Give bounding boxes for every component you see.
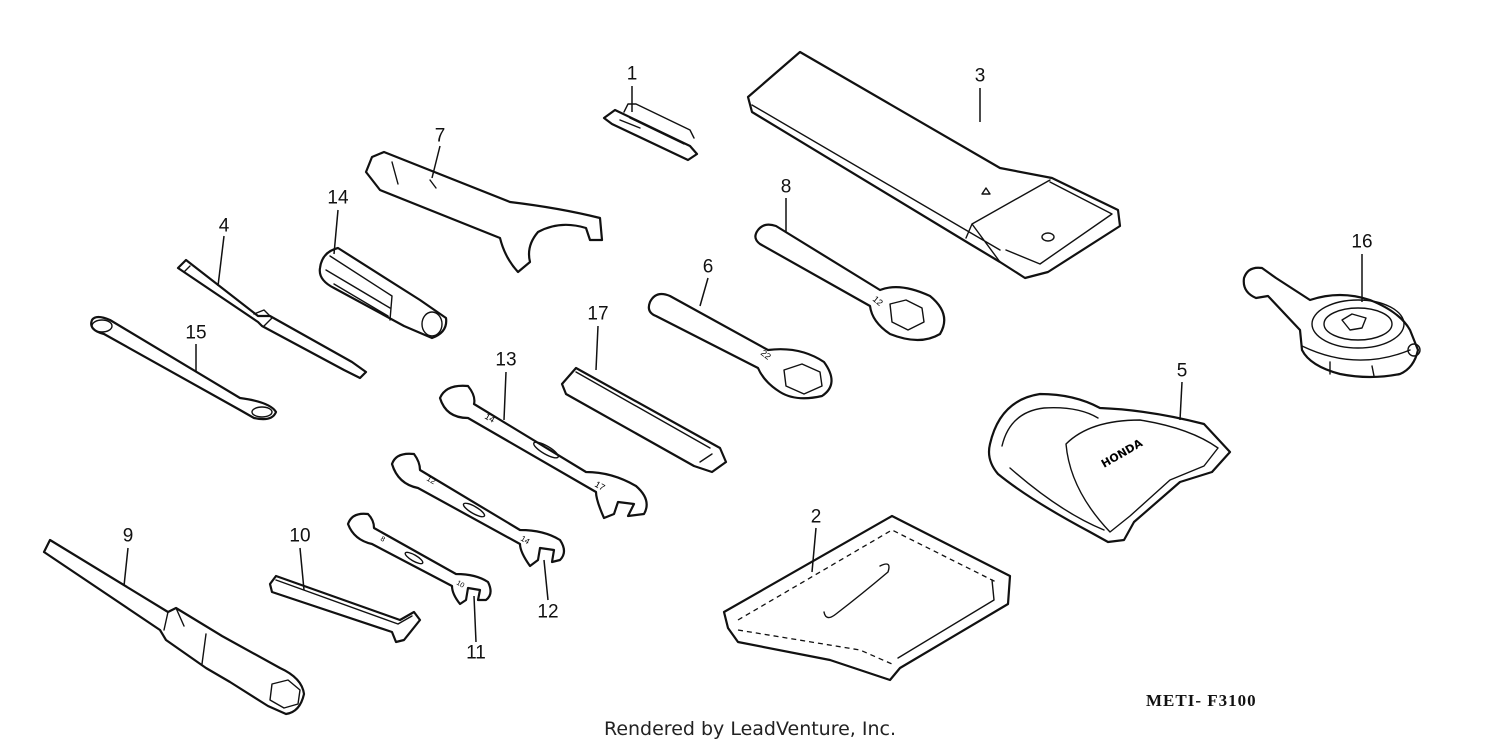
part-10-hex-key [268,574,422,644]
callout-2: 2 [810,506,822,528]
callout-9: 9 [122,525,134,547]
wrench-11-end-a: 8 [379,536,386,544]
callout-17: 17 [587,303,609,325]
part-8-box-wrench: 12 [754,223,946,342]
part-7-pin-spanner [364,150,604,274]
callout-15: 15 [185,322,207,344]
callout-5: 5 [1176,360,1188,382]
footer-credit: Rendered by LeadVenture, Inc. [603,718,897,740]
part-15-pin-rod [90,315,278,421]
wrench-13-end-b: 17 [593,479,607,493]
part-4-screwdriver [176,258,368,380]
part-13-open-wrench: 14 17 [438,384,648,520]
part-16-pressure-gauge [1242,266,1421,379]
part-5-honda-pouch: HONDA [987,392,1232,544]
part-9-plug-wrench [42,538,306,716]
callout-1: 1 [626,63,638,85]
callout-16: 16 [1351,231,1373,253]
diagram-code: METI- F3100 [1146,691,1257,710]
callout-8: 8 [780,176,792,198]
callout-14: 14 [327,187,349,209]
wrench-6-size-mark: 22 [759,348,773,362]
wrench-13-end-a: 14 [483,411,497,425]
callout-12: 12 [537,601,559,623]
callout-10: 10 [289,525,311,547]
callout-6: 6 [702,256,714,278]
callout-4: 4 [218,215,230,237]
leader-lines [123,86,1363,643]
callout-13: 13 [495,349,517,371]
callout-7: 7 [434,125,446,147]
wrench-8-size-mark: 12 [871,294,885,308]
part-17-grip-sleeve [560,366,728,474]
callout-11: 11 [466,642,486,664]
part-11-open-wrench: 8 10 [346,512,492,606]
callout-3: 3 [974,65,986,87]
part-14-socket-handle [318,246,448,340]
wrench-11-end-b: 10 [455,580,465,590]
part-1-clip [602,103,699,162]
part-6-box-wrench: 22 [647,292,833,400]
part-2-pouch [722,514,1012,682]
part-3-tool-bag [746,50,1122,280]
part-12-open-wrench: 12 14 [390,452,566,568]
